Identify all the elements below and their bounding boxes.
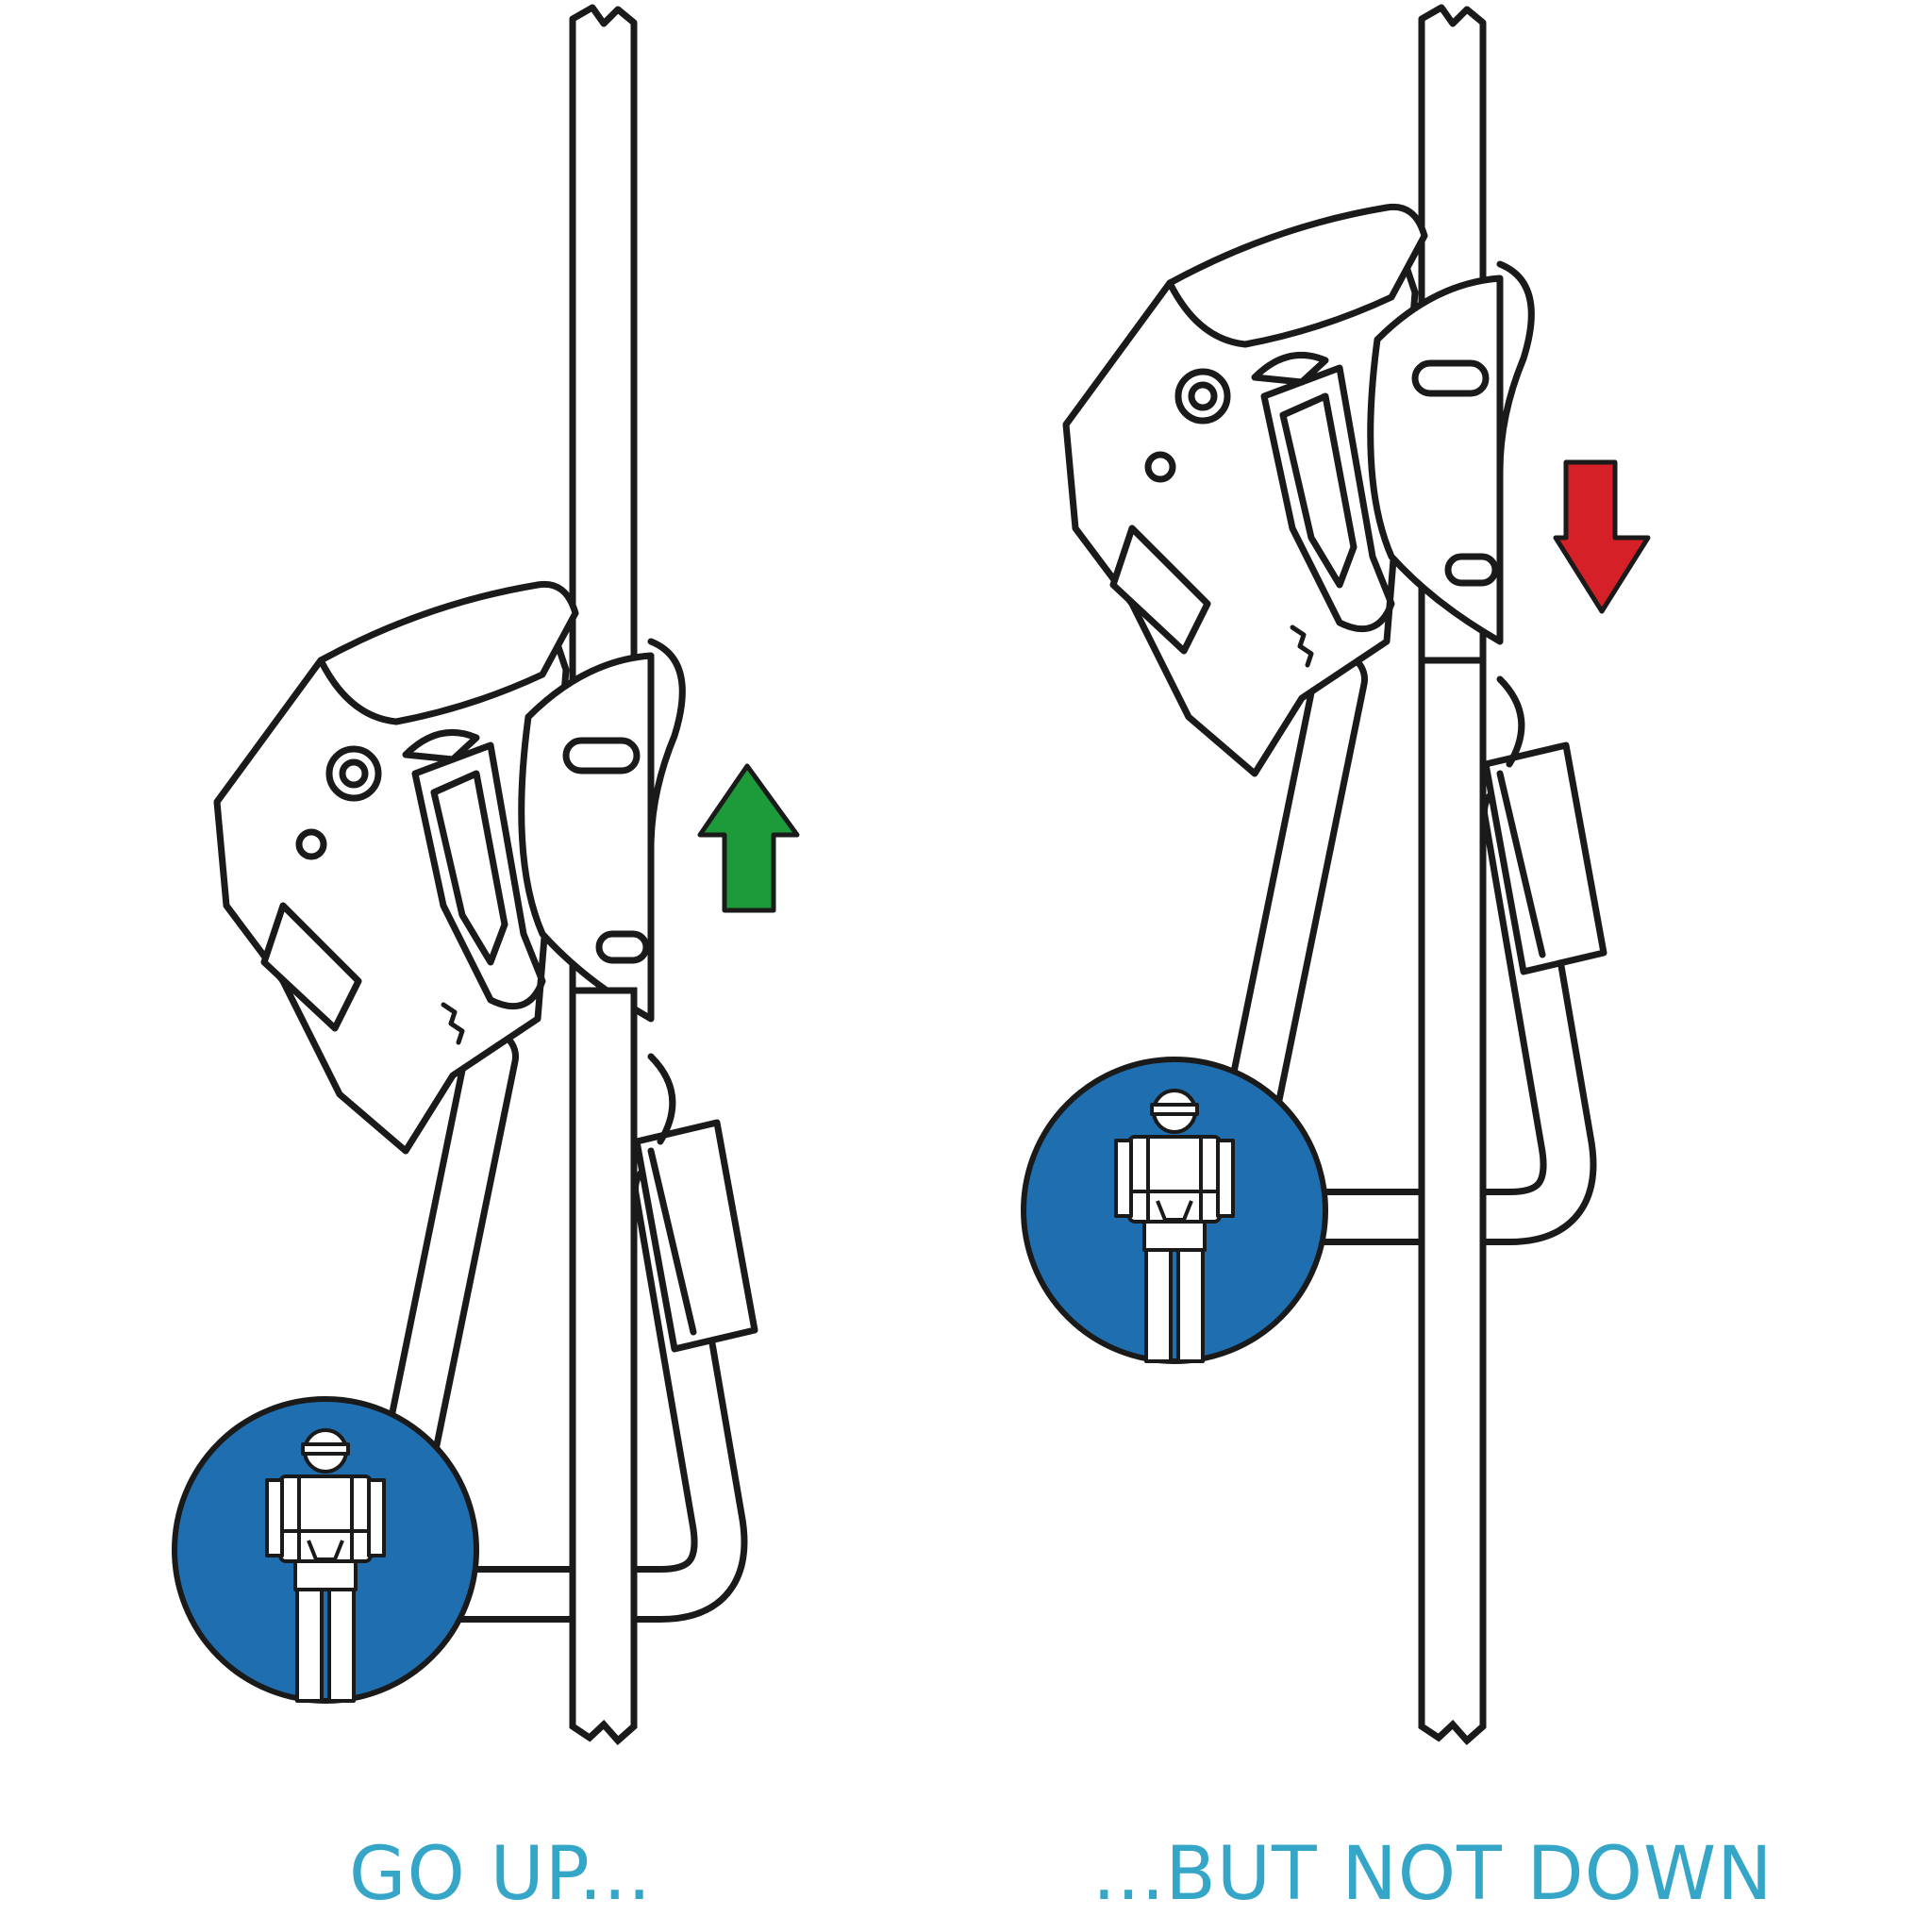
- green-up-arrow-icon: [697, 763, 800, 913]
- worker-in-harness-icon: [1024, 1059, 1325, 1361]
- red-down-arrow-icon: [1553, 459, 1651, 614]
- worker-in-harness-icon: [175, 1399, 476, 1701]
- caption-go-up: GO UP...: [349, 1832, 652, 1917]
- right-panel: [1024, 4, 1651, 1745]
- left-panel: [175, 4, 800, 1745]
- caption-but-not-down: ...BUT NOT DOWN: [1092, 1832, 1774, 1917]
